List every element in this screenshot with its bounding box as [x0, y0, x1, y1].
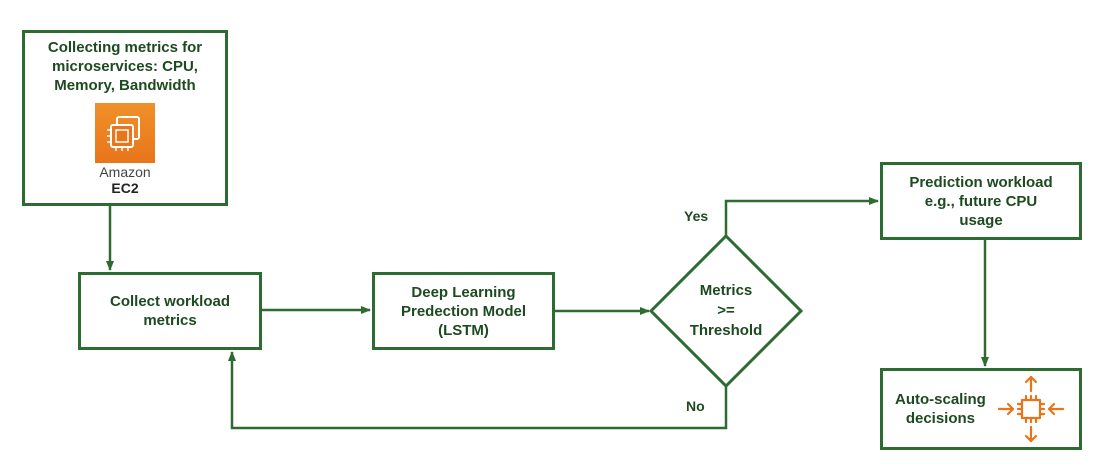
- model-line-2: Predection Model: [400, 302, 527, 320]
- prediction-workload-box: Prediction workload e.g., future CPU usa…: [880, 162, 1082, 240]
- decision-line-2: >=: [717, 302, 735, 319]
- source-line-1: Collecting metrics for: [47, 39, 203, 56]
- decision-diamond: [648, 233, 804, 389]
- model-line-3: (LSTM): [438, 321, 489, 339]
- no-label: No: [686, 398, 705, 414]
- lstm-model-box: Deep Learning Predection Model (LSTM): [372, 272, 555, 350]
- ec2-service-name: Amazon: [99, 164, 151, 180]
- predict-line-1: Prediction workload: [909, 173, 1053, 191]
- autoscale-line-1: Auto-scaling: [895, 391, 986, 408]
- collect-line-2: metrics: [143, 312, 197, 329]
- ec2-service-sub: EC2: [111, 180, 139, 196]
- edge-decision-yes: [724, 197, 879, 236]
- source-line-2: microservices: CPU,: [52, 58, 198, 75]
- yes-label: Yes: [684, 208, 709, 224]
- predict-line-2: e.g., future CPU: [924, 192, 1038, 210]
- predict-line-3: usage: [959, 211, 1003, 229]
- edge-decision-no: [228, 351, 728, 430]
- collect-line-1: Collect workload: [109, 293, 231, 310]
- ec2-chip-icon: [95, 103, 155, 163]
- metrics-source-box: Collecting metrics for microservices: CP…: [22, 30, 228, 206]
- collect-metrics-box: Collect workload metrics: [78, 272, 262, 350]
- auto-scaling-chip-icon: [997, 375, 1064, 443]
- autoscale-line-2: decisions: [905, 410, 976, 427]
- auto-scaling-box: Auto-scaling decisions: [880, 368, 1082, 450]
- autoscale-text: Auto-scaling decisions: [895, 390, 986, 428]
- decision-line-3: Threshold: [689, 322, 763, 339]
- model-line-1: Deep Learning: [411, 283, 516, 301]
- source-line-3: Memory, Bandwidth: [54, 77, 196, 94]
- decision-line-1: Metrics: [699, 282, 753, 299]
- decision-text: Metrics >= Threshold: [651, 236, 801, 386]
